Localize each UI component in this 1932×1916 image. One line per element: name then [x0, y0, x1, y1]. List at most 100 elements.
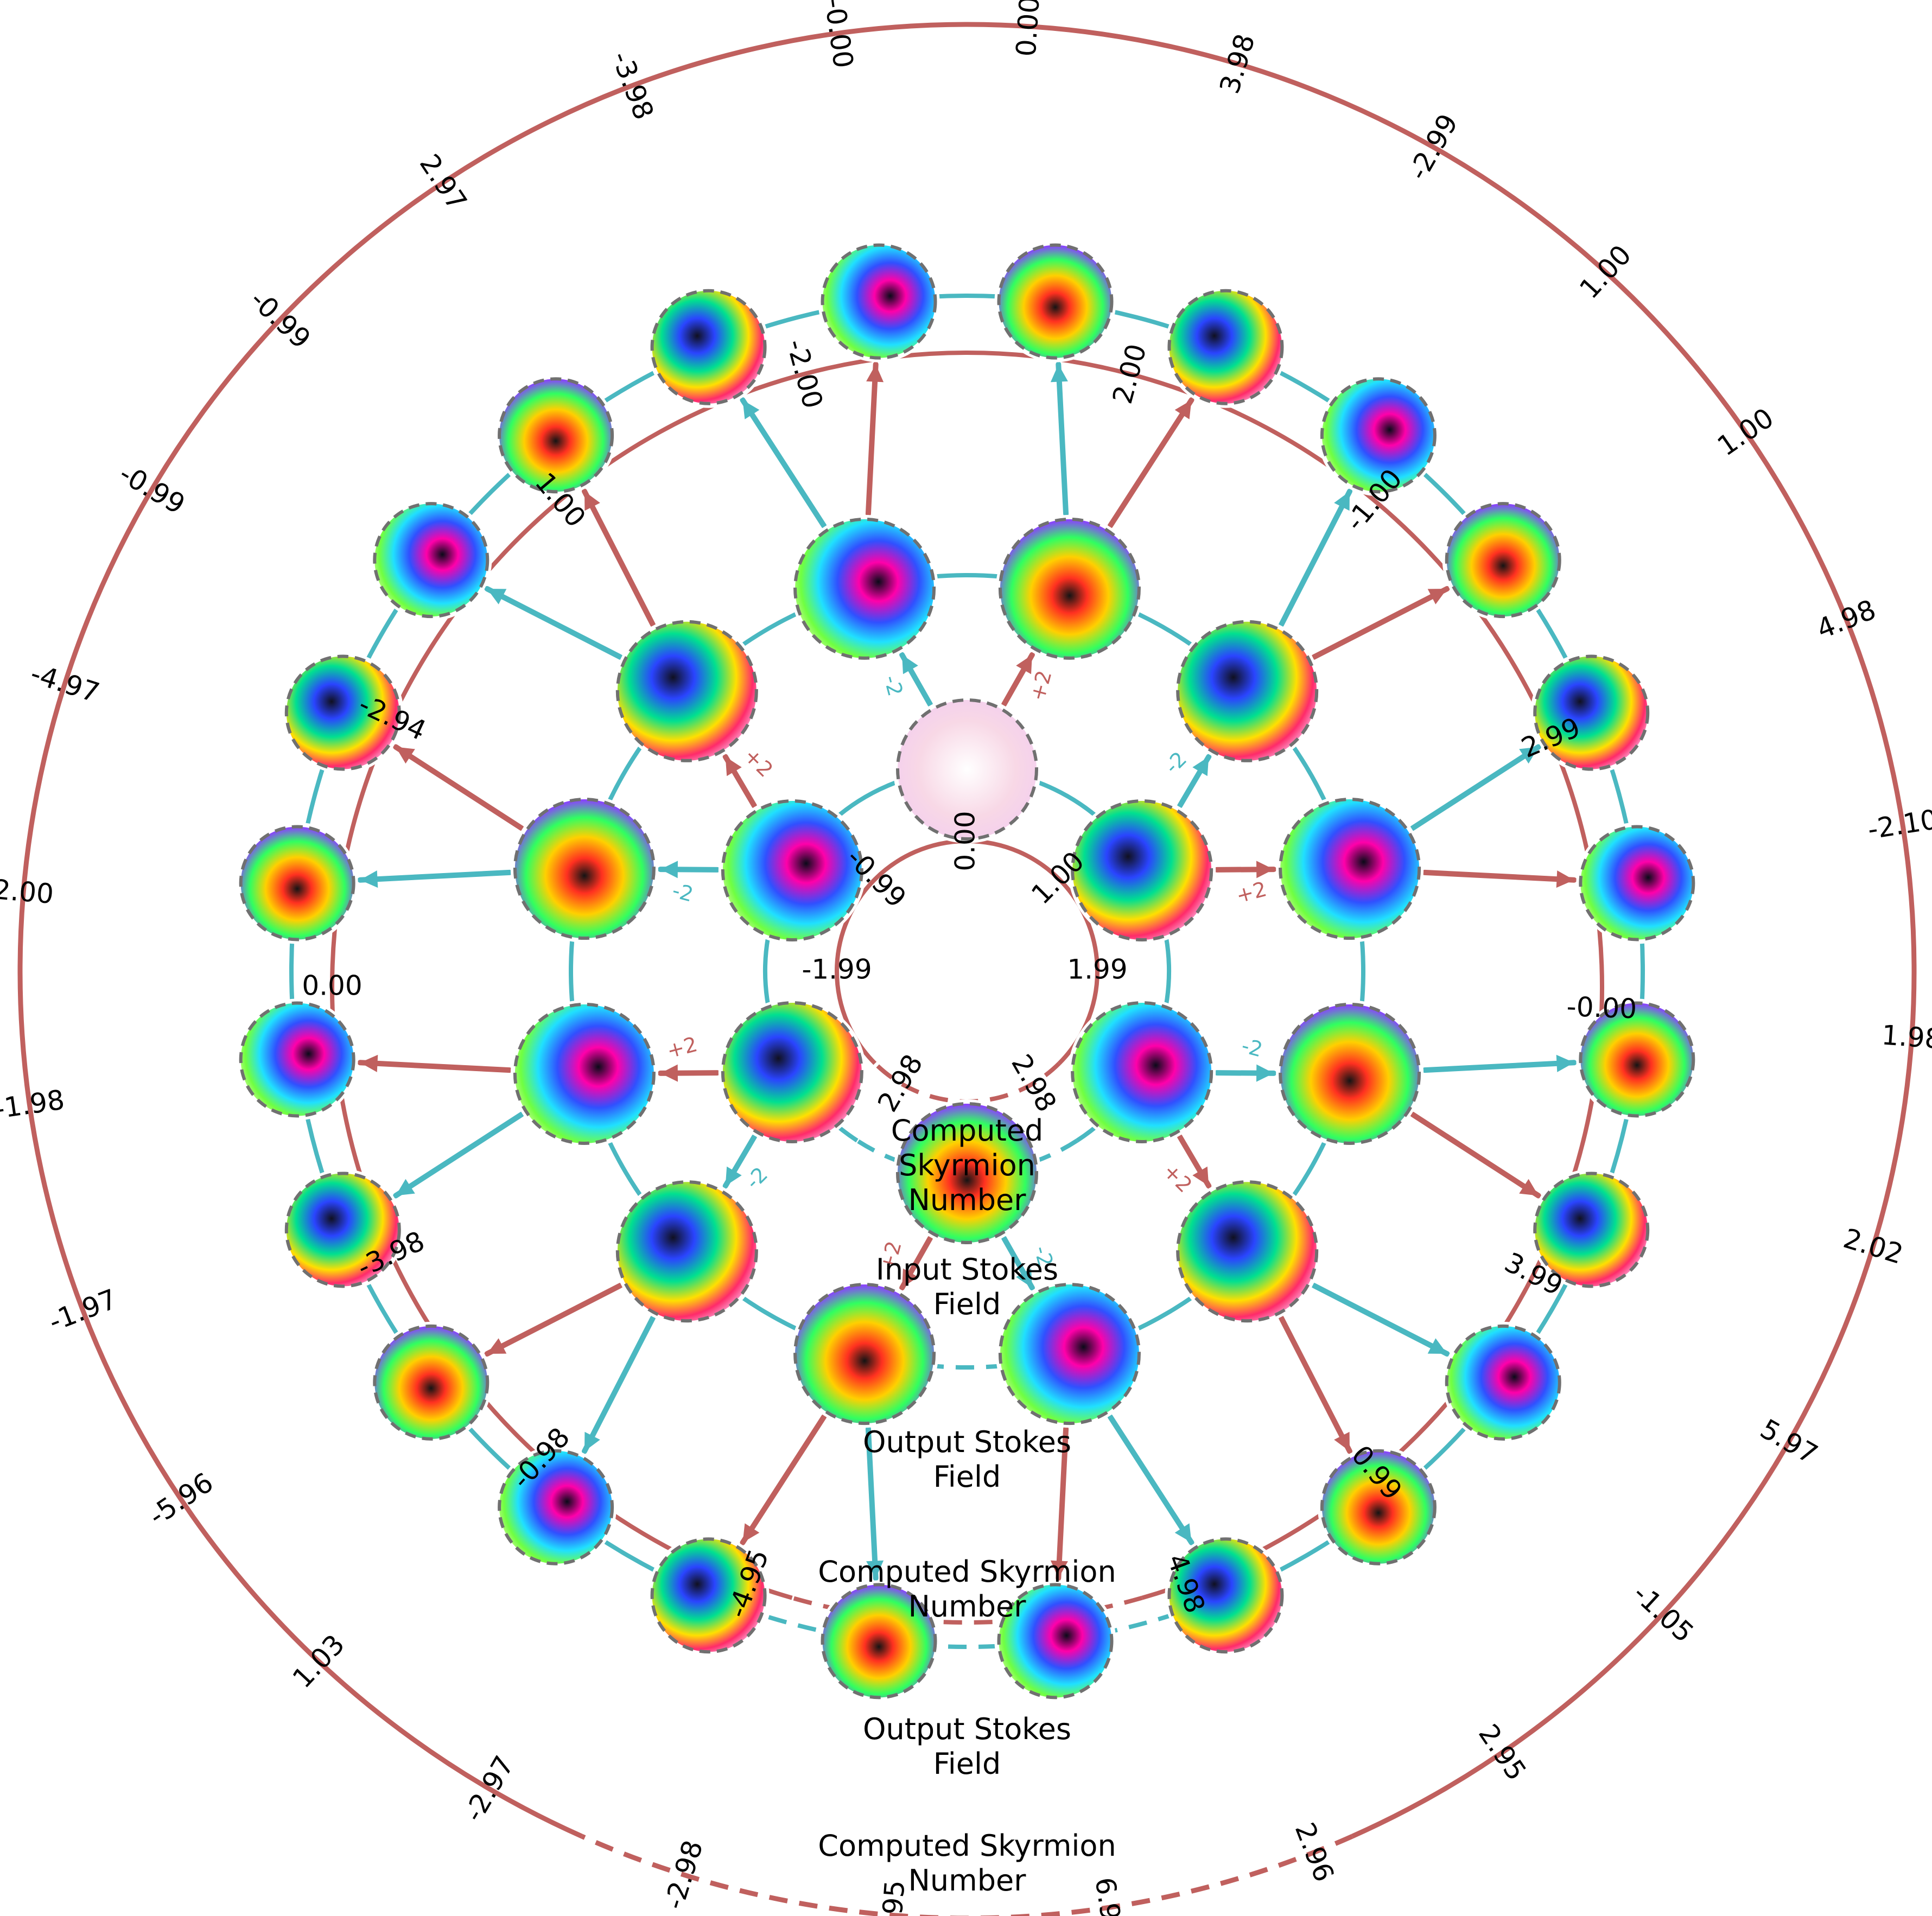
arrow-head-icon [487, 1338, 507, 1354]
output-field-disc-level-3 [647, 1535, 770, 1657]
output-field-disc-level-3 [1576, 822, 1698, 944]
skyrmion-number-label: 3.98 [1213, 30, 1261, 97]
output-field-disc-level-3 [1165, 1535, 1287, 1657]
skyrmion-number-label: -4.97 [27, 658, 103, 709]
stokes-field-discs [236, 240, 1698, 1702]
skyrmion-number-label: -2.97 [458, 1751, 520, 1827]
skyrmion-number-label: -3.98 [605, 47, 659, 124]
skyrmion-number-label: -2.99 [1402, 109, 1464, 185]
skyrmion-number-label: 2.98 [1005, 1049, 1063, 1117]
arrow-head-icon [1427, 589, 1447, 604]
arrow-head-icon [584, 1431, 600, 1452]
field-ring-3-solid [289, 294, 1645, 1616]
output-field-disc-level-2 [995, 1280, 1143, 1428]
arrow-head-icon [1556, 1054, 1574, 1072]
output-field-disc-level-3 [1317, 1446, 1439, 1568]
skyrmion-number-label: -0.00 [818, 0, 859, 70]
output-field-disc-level-3 [282, 1169, 404, 1291]
arrow-connectors [357, 361, 1577, 1581]
arrow-head-icon [902, 1268, 918, 1288]
skyrmion-number-label: 0.00 [950, 811, 981, 871]
skyrmion-number-label: 1.98 [1880, 1019, 1932, 1055]
output-field-disc-level-2 [510, 795, 658, 943]
output-field-disc-level-2 [1276, 795, 1424, 943]
arrow-head-icon [1256, 861, 1274, 879]
skyrmion-number-label: 2.00 [1107, 341, 1153, 408]
output-field-disc-level-3 [236, 998, 358, 1121]
output-field-disc-level-2 [510, 1000, 658, 1148]
skyrmion-number-label: 1.00 [1712, 402, 1780, 462]
skyrmion-number-label: -0.99 [114, 457, 190, 520]
skyrmion-number-label: 2.98 [872, 1049, 929, 1117]
output-field-disc-level-3 [1442, 1321, 1564, 1443]
charge-annotation: +2 [1159, 1159, 1197, 1198]
output-field-disc-level-3 [647, 286, 770, 408]
skyrmion-number-label: 2.97 [414, 149, 473, 217]
output-field-disc-level-2 [1276, 1000, 1424, 1148]
skyrmion-number-label: 1.99 [1067, 954, 1127, 985]
output-field-disc-level-2 [613, 617, 761, 765]
charge-annotation: -2 [1239, 1033, 1265, 1061]
arrow-head-icon [584, 491, 600, 511]
arrow-head-icon [725, 1166, 742, 1186]
skyrmion-number-label: -2.10 [1866, 804, 1932, 845]
arrow-head-icon [1427, 1338, 1447, 1354]
output-field-disc-level-3 [370, 499, 492, 621]
arrow-head-icon [1334, 491, 1350, 511]
field-ring-1-dashed [856, 1138, 1078, 1175]
arrow-head-icon [360, 1054, 378, 1072]
charge-annotation: +2 [664, 1032, 700, 1063]
skyrmion-ring-3-dashed [581, 1834, 1353, 1916]
output-field-disc-level-3 [1317, 374, 1439, 496]
charge-annotation: -2 [670, 878, 696, 906]
skyrmion-ring-2-solid [330, 351, 1604, 1600]
arrow-head-icon [1192, 756, 1209, 776]
arrow-head-icon [396, 747, 415, 764]
arrow-head-icon [487, 589, 507, 604]
arrow-head-icon [1334, 1431, 1350, 1452]
skyrmion-number-label: 2.96 [1289, 1818, 1340, 1886]
output-field-disc-level-3 [1165, 286, 1287, 408]
skyrmion-number-label: -2.98 [658, 1837, 709, 1913]
output-field-disc-level-3 [994, 1580, 1116, 1702]
charge-annotation: -2 [741, 1162, 772, 1194]
output-field-disc-level-2 [1173, 617, 1321, 765]
skyrmion-ring-3-solid [17, 22, 1917, 1839]
output-field-disc-level-3 [1442, 499, 1564, 621]
arrow-head-icon [1016, 1268, 1032, 1288]
arrow-head-icon [1050, 1560, 1068, 1578]
arrow-head-icon [1519, 1179, 1539, 1196]
output-field-disc-level-2 [791, 1280, 939, 1428]
input-field-disc [718, 998, 866, 1146]
input-field-disc [1068, 998, 1216, 1146]
output-field-disc-level-3 [818, 1580, 940, 1702]
output-field-disc-level-3 [495, 1446, 617, 1568]
skyrmion-number-label: 2.00 [0, 874, 55, 910]
output-field-disc-level-3 [994, 240, 1116, 362]
skyrmion-number-label: 6.95 [1089, 1875, 1129, 1916]
arrow-head-icon [742, 400, 760, 419]
arrow-head-icon [660, 1064, 678, 1082]
output-field-disc-level-2 [791, 514, 939, 663]
input-field-disc [893, 1099, 1041, 1247]
arrow-head-icon [1174, 400, 1192, 419]
skyrmion-number-label: -0.00 [1566, 991, 1637, 1024]
output-field-disc-level-3 [1530, 652, 1653, 774]
skyrmion-number-label: -1.98 [0, 1084, 66, 1125]
arrow-head-icon [866, 1560, 884, 1578]
arrow-head-icon [1192, 1166, 1209, 1186]
arrow-head-icon [866, 364, 884, 383]
skyrmion-number-label: 0.00 [302, 970, 362, 1002]
charge-annotation: -2 [1160, 747, 1191, 778]
output-field-disc-level-3 [495, 374, 617, 496]
output-field-disc-level-3 [370, 1321, 492, 1443]
skyrmion-number-label: 2.95 [1472, 1718, 1533, 1786]
output-field-disc-level-3 [1530, 1169, 1653, 1291]
output-field-disc-level-3 [282, 652, 404, 774]
